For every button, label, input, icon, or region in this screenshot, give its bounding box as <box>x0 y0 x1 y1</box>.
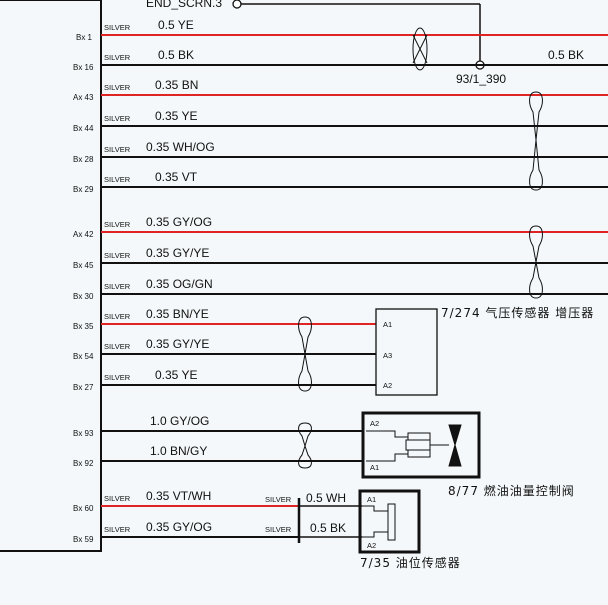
pin-label: Ax 43 <box>73 93 94 102</box>
ecu-connector-outline <box>0 0 102 552</box>
twist-marker-group-4 <box>298 422 312 469</box>
wire-label: 0.35 GY/OG <box>146 215 212 229</box>
oil-sensor-element-icon <box>362 503 396 541</box>
twist-marker-group-2 <box>529 225 543 299</box>
pin-label: Bx 60 <box>73 504 94 513</box>
wire-label: 0.35 YE <box>155 368 197 382</box>
oil-sensor-label: 7/35 油位传感器 <box>360 555 461 570</box>
wire-label: 0.35 OG/GN <box>146 277 213 291</box>
silver-tag: SILVER <box>104 342 131 351</box>
right-wire-2-label: 0.5 BK <box>310 521 346 535</box>
wire-label: 0.35 BN <box>155 78 198 92</box>
pin-label: Bx 45 <box>73 261 94 270</box>
fuel-valve-label: 8/77 燃油油量控制阀 <box>448 483 575 498</box>
pressure-sensor-pin-a2: A2 <box>383 381 392 390</box>
wire-label: 0.35 VT/WH <box>146 489 211 503</box>
silver-tag: SILVER <box>104 251 131 260</box>
pressure-sensor-pin-a1: A1 <box>383 320 392 329</box>
silver-tag: SILVER <box>104 494 131 503</box>
wire-rows: Bx 1 SILVER 0.5 YE Bx 16 SILVER 0.5 BK Ax 43 SI… <box>73 18 608 544</box>
wire-label: 0.35 GY/YE <box>146 337 209 351</box>
solenoid-icon <box>366 424 462 467</box>
pin-label: Bx 54 <box>73 352 94 361</box>
pressure-sensor-label: 7/274 气压传感器 增压器 <box>441 305 594 320</box>
pin-label: Bx 93 <box>73 429 94 438</box>
pin-label: Bx 44 <box>73 124 94 133</box>
right-wire-label: 0.5 BK <box>548 48 584 62</box>
oil-sensor-pin-a2: A2 <box>367 541 376 550</box>
fuel-valve-box <box>361 411 481 479</box>
silver-tag: SILVER <box>104 23 131 32</box>
right-silver-1: SILVER <box>265 495 292 504</box>
silver-tag: SILVER <box>104 175 131 184</box>
twist-marker-group-1 <box>529 91 543 191</box>
silver-tag: SILVER <box>104 373 131 382</box>
twist-marker-bx1-bx16 <box>412 27 428 71</box>
oil-sensor-pin-a1: A1 <box>367 495 376 504</box>
wire-label: 0.35 GY/OG <box>146 520 212 534</box>
pin-label: Bx 16 <box>73 63 94 72</box>
right-wire-1-label: 0.5 WH <box>306 491 346 505</box>
fuel-valve-pin-a1: A1 <box>370 463 379 472</box>
wire-label: 0.35 YE <box>155 109 197 123</box>
silver-tag: SILVER <box>104 220 131 229</box>
right-silver-2: SILVER <box>265 525 292 534</box>
pin-label: Ax 42 <box>73 230 94 239</box>
pin-label: Bx 29 <box>73 185 94 194</box>
silver-tag: SILVER <box>104 145 131 154</box>
pin-label: Bx 30 <box>73 292 94 301</box>
pressure-sensor-box <box>375 308 438 396</box>
wire-label: 0.35 GY/YE <box>146 246 209 260</box>
twist-marker-group-3 <box>298 316 312 392</box>
wire-label: 0.5 YE <box>158 18 194 32</box>
silver-tag: SILVER <box>104 312 131 321</box>
silver-tag: SILVER <box>104 83 131 92</box>
wire-label: 0.5 BK <box>158 48 194 62</box>
silver-tag: SILVER <box>104 53 131 62</box>
wire-label: 1.0 GY/OG <box>150 414 209 428</box>
pin-label: Bx 92 <box>73 459 94 468</box>
end-scrn-label: END_SCRN.3 <box>146 0 222 10</box>
end-scrn-node <box>232 0 242 9</box>
pressure-sensor-pin-a3: A3 <box>383 351 392 360</box>
pin-label: Bx 27 <box>73 383 94 392</box>
pin-label: Bx 35 <box>73 322 94 331</box>
pin-label: Bx 28 <box>73 155 94 164</box>
silver-tag: SILVER <box>104 282 131 291</box>
wire-label: 1.0 BN/GY <box>150 444 207 458</box>
wire-label: 0.35 WH/OG <box>146 140 215 154</box>
silver-tag: SILVER <box>104 114 131 123</box>
pin-label: Bx 1 <box>76 33 93 42</box>
silver-tag: SILVER <box>104 525 131 534</box>
oil-sensor-box <box>358 489 421 554</box>
splice-label: 93/1_390 <box>456 72 506 86</box>
wire-label: 0.35 BN/YE <box>146 307 209 321</box>
pin-label: Bx 59 <box>73 535 94 544</box>
wire-label: 0.35 VT <box>155 170 198 184</box>
fuel-valve-pin-a2: A2 <box>370 419 379 428</box>
